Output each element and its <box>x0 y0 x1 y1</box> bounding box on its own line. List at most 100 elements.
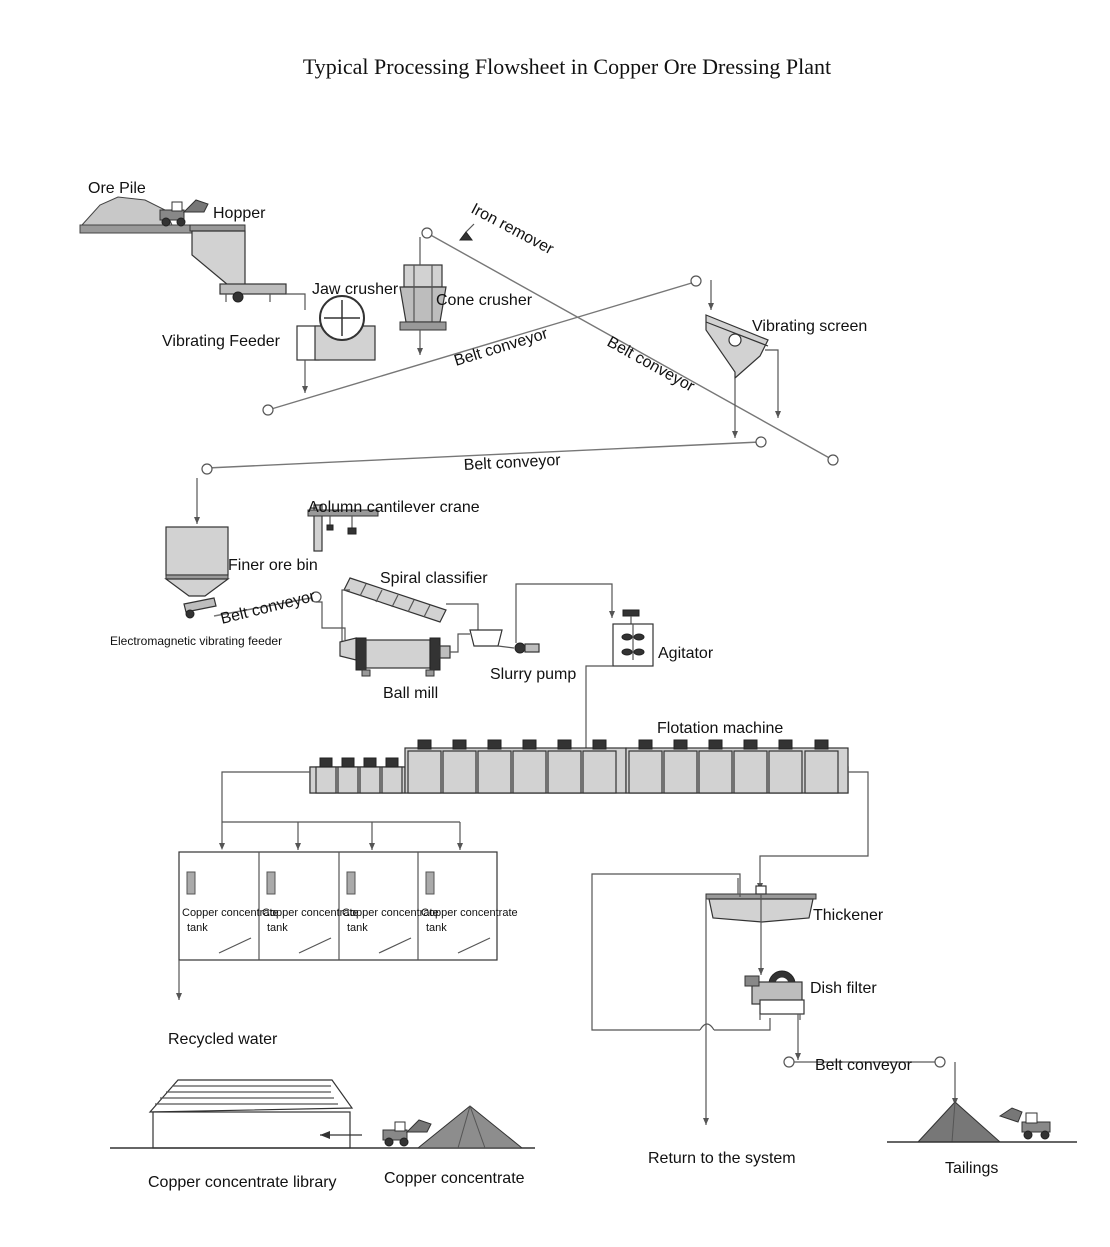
flotation-motor <box>814 739 829 750</box>
em-feeder-label: Electromagnetic vibrating feeder <box>110 634 282 648</box>
flotation-cell <box>663 750 698 794</box>
tank-label-line1: Copper concentrate <box>421 907 518 919</box>
copper-concentrate-tanks <box>178 851 498 961</box>
flotation-motor <box>638 739 653 750</box>
column-crane-label: Aolumn cantilever crane <box>308 499 480 516</box>
tank-outlet <box>218 937 252 954</box>
vibrating-feeder <box>219 283 287 303</box>
slurry-pump <box>469 629 540 654</box>
dish-filter <box>744 970 805 1020</box>
agitator <box>612 609 654 667</box>
finer-ore-bin-label: Finer ore bin <box>228 557 318 574</box>
flotation-cell <box>628 750 663 794</box>
belt-conveyor-4-label: Belt conveyor <box>219 588 318 628</box>
loader-icon-1 <box>159 199 209 227</box>
flotation-motor <box>385 757 399 768</box>
vibrating-screen <box>705 280 769 380</box>
iron-remover-icon <box>459 223 475 241</box>
flotation-motor <box>708 739 723 750</box>
jaw-crusher <box>296 295 376 361</box>
hopper-label: Hopper <box>213 205 266 222</box>
flotation-cell <box>582 750 617 794</box>
hopper <box>189 224 246 286</box>
copper-concentrate-library <box>110 1079 535 1149</box>
tailings-label: Tailings <box>945 1160 998 1177</box>
tank-label-line2: tank <box>426 922 447 934</box>
flotation-cell <box>768 750 803 794</box>
ore-pile-label: Ore Pile <box>88 180 146 197</box>
flotation-cell <box>512 750 547 794</box>
flotation-cell <box>698 750 733 794</box>
dish-filter-label: Dish filter <box>810 980 877 997</box>
flotation-cell-small <box>359 766 381 794</box>
feeder-to-jaw-line <box>286 293 306 310</box>
flotation-cell <box>804 750 839 794</box>
flotation-motor <box>452 739 467 750</box>
belt-conveyor-4 <box>213 596 317 617</box>
flotation-cell-small <box>315 766 337 794</box>
flotation-machine-label: Flotation machine <box>657 720 783 737</box>
spiral-classifier-label: Spiral classifier <box>380 570 488 587</box>
belt-conveyor-5-label: Belt conveyor <box>815 1057 913 1074</box>
flotation-cell <box>477 750 512 794</box>
belt-conveyor-1 <box>267 281 696 411</box>
flotation-motor <box>487 739 502 750</box>
finer-ore-bin <box>164 526 230 597</box>
ball-mill-label: Ball mill <box>383 685 438 702</box>
flotation-motor <box>673 739 688 750</box>
vibrating-screen-label: Vibrating screen <box>752 318 867 335</box>
tank-label-line1: Copper concentrate <box>342 907 439 919</box>
recycled-water-label: Recycled water <box>168 1031 278 1048</box>
loader-icon-3 <box>998 1107 1051 1140</box>
tank-pump-icon <box>186 871 196 895</box>
tank-label-line2: tank <box>267 922 288 934</box>
flotation-motor <box>592 739 607 750</box>
flotation-cell <box>442 750 477 794</box>
thickener-label: Thickener <box>813 907 884 924</box>
flotation-motor <box>743 739 758 750</box>
flotation-motor <box>417 739 432 750</box>
vibrating-feeder-label: Vibrating Feeder <box>162 333 281 350</box>
em-vibrating-feeder <box>183 597 217 619</box>
spiral-classifier <box>343 577 447 623</box>
tank-outlet <box>378 937 412 954</box>
flotation-cell <box>547 750 582 794</box>
iron-remover-label: Iron remover <box>468 201 557 259</box>
flotation-motor <box>319 757 333 768</box>
belt-conveyor-3 <box>206 441 761 469</box>
return-system-label: Return to the system <box>648 1150 796 1167</box>
copper-concentrate-pile <box>416 1105 524 1149</box>
flotation-machine <box>309 739 849 794</box>
tank-outlet <box>457 937 491 954</box>
flotation-cell <box>407 750 442 794</box>
cone-crusher-label: Cone crusher <box>436 292 533 309</box>
flotation-motor <box>778 739 793 750</box>
tank-pump-icon <box>425 871 435 895</box>
arrow-to-library <box>320 1131 362 1139</box>
flotation-cell-small <box>381 766 403 794</box>
tank-label-line1: Copper concentrate <box>182 907 279 919</box>
cone-crusher <box>399 264 447 331</box>
tank-outlet <box>298 937 332 954</box>
slurry-pump-label: Slurry pump <box>490 666 576 683</box>
copper-concentrate-label: Copper concentrate <box>384 1170 525 1187</box>
tank-pump-icon <box>266 871 276 895</box>
column-cantilever-crane <box>307 504 379 552</box>
tank-label-line2: tank <box>187 922 208 934</box>
ore-pile <box>79 196 236 234</box>
tank-label-line2: tank <box>347 922 368 934</box>
ball-mill <box>339 637 451 677</box>
flotation-motor <box>557 739 572 750</box>
agitator-label: Agitator <box>658 645 714 662</box>
thickener <box>705 885 817 923</box>
flotation-motor <box>522 739 537 750</box>
tank-label-line1: Copper concentrate <box>262 907 359 919</box>
flotation-cell-small <box>337 766 359 794</box>
page-title: Typical Processing Flowsheet in Copper O… <box>303 54 831 79</box>
loader-icon-2 <box>382 1119 432 1147</box>
flotation-motor <box>341 757 355 768</box>
flotation-motor <box>363 757 377 768</box>
belt-conveyor-1-label: Belt conveyor <box>452 325 550 370</box>
tank-pump-icon <box>346 871 356 895</box>
